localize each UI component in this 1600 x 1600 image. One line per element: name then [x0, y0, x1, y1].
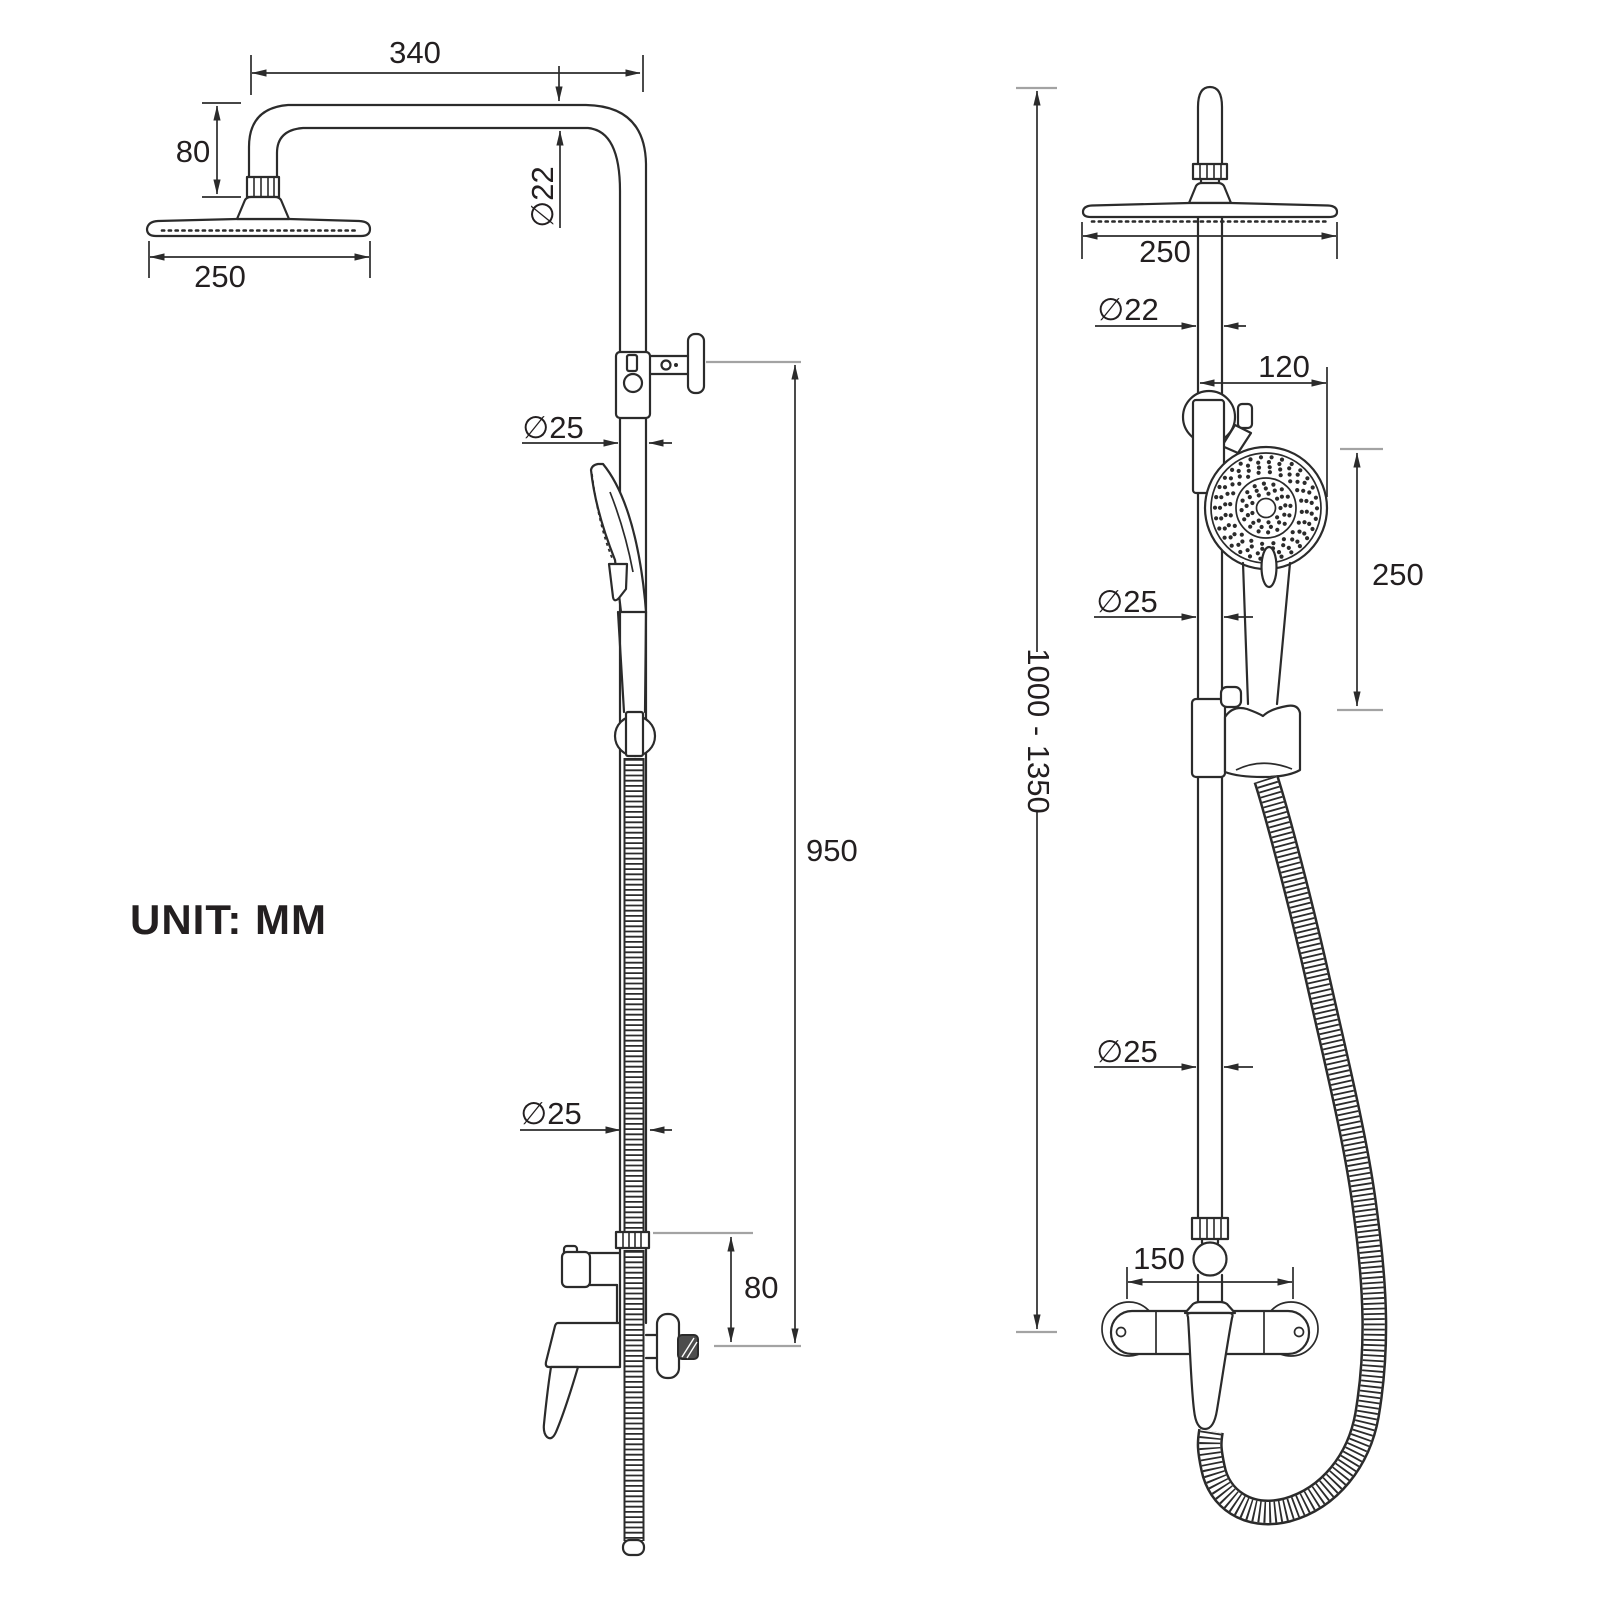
- dim-hose-diameter-side-label: ∅25: [520, 1096, 582, 1131]
- hose-end-cap: [621, 1538, 646, 1557]
- dim-arm-diameter-label: ∅22: [525, 166, 560, 228]
- mixer-lever-side: [542, 1365, 580, 1440]
- side-view: 340 80 250 ∅22: [145, 35, 858, 1557]
- front-view: 1000 - 1350 250 ∅22 120: [1016, 85, 1424, 1526]
- hose-swivel: [1192, 1241, 1228, 1277]
- dim-riser-diameter-side-label: ∅25: [522, 410, 584, 445]
- hand-shower-front: [1190, 445, 1329, 779]
- dim-bracket-offset-label: 120: [1258, 349, 1310, 384]
- dim-bracket-offset: 120: [1199, 349, 1328, 497]
- gooseneck-and-riser: [1191, 85, 1229, 1220]
- dim-riser-height: 950: [706, 360, 858, 1348]
- valve-wall-flange-side: [655, 1312, 681, 1380]
- mixer-lever-front: [1186, 1311, 1234, 1431]
- mixer-valve-front: [1101, 1216, 1319, 1431]
- dim-riser-diameter-side: ∅25: [522, 410, 672, 447]
- dim-hose-diameter-side: ∅25: [520, 1096, 672, 1134]
- hand-shower-cradle: [1223, 704, 1302, 779]
- dim-riser-diameter-front-label: ∅22: [1097, 292, 1159, 327]
- hand-shower-spout-tip: [607, 562, 629, 602]
- rain-shower-head-front: [1081, 181, 1339, 223]
- dim-head-width-front-label: 250: [1139, 234, 1191, 269]
- dim-rail-diameter-lower: ∅25: [1094, 1034, 1253, 1071]
- dim-arm-diameter: ∅22: [525, 66, 564, 228]
- spray-nozzle-dots: [1212, 455, 1320, 561]
- dim-head-drop-label: 80: [176, 134, 210, 169]
- wall-bracket-side: [614, 332, 706, 420]
- dim-arm-length-label: 340: [389, 35, 441, 70]
- unit-note: UNIT: MM: [130, 896, 327, 943]
- clamp-lever: [1219, 685, 1243, 709]
- dim-rail-diameter-upper: ∅25: [1094, 584, 1253, 621]
- wall-bracket-front: [1181, 389, 1254, 495]
- dim-riser-height-label: 950: [806, 833, 858, 868]
- mode-button: [1260, 545, 1278, 589]
- dim-handshower-travel-label: 250: [1372, 557, 1424, 592]
- slider-clamp: [1190, 697, 1227, 779]
- mixer-body-side: [544, 1321, 622, 1369]
- dim-head-width-front: 250: [1081, 222, 1338, 269]
- dim-head-width-side: 250: [148, 241, 371, 294]
- side-view-dimensions: 340 80 250 ∅22: [148, 35, 858, 1348]
- front-view-dimensions: 1000 - 1350 250 ∅22 120: [1016, 86, 1424, 1334]
- dim-overall-height-label: 1000 - 1350: [1021, 648, 1056, 813]
- shower-arm-and-riser: [247, 103, 648, 1325]
- dim-riser-diameter-front: ∅22: [1095, 292, 1246, 330]
- wall-outlet-knob: [677, 1334, 699, 1360]
- shower-hose-side: [621, 758, 646, 1557]
- mixer-valve-side: [542, 1230, 699, 1440]
- head-connector-nut: [245, 175, 281, 199]
- hand-shower-side: [589, 462, 657, 758]
- dim-arm-length: 340: [250, 35, 644, 95]
- shower-hose-front: [1196, 775, 1388, 1526]
- dim-head-width-side-label: 250: [194, 259, 246, 294]
- rain-shower-head-side: [145, 195, 372, 238]
- dim-rail-diameter-upper-label: ∅25: [1096, 584, 1158, 619]
- dim-valve-centres-label: 150: [1133, 1241, 1185, 1276]
- dim-outlet-height: 80: [653, 1231, 778, 1343]
- dim-rail-diameter-lower-label: ∅25: [1096, 1034, 1158, 1069]
- dim-valve-centres: 150: [1126, 1241, 1294, 1299]
- dim-handshower-travel: 250: [1337, 447, 1424, 712]
- dim-head-drop: 80: [176, 102, 241, 198]
- dim-outlet-height-label: 80: [744, 1270, 778, 1305]
- dim-overall-height: 1000 - 1350: [1016, 86, 1057, 1334]
